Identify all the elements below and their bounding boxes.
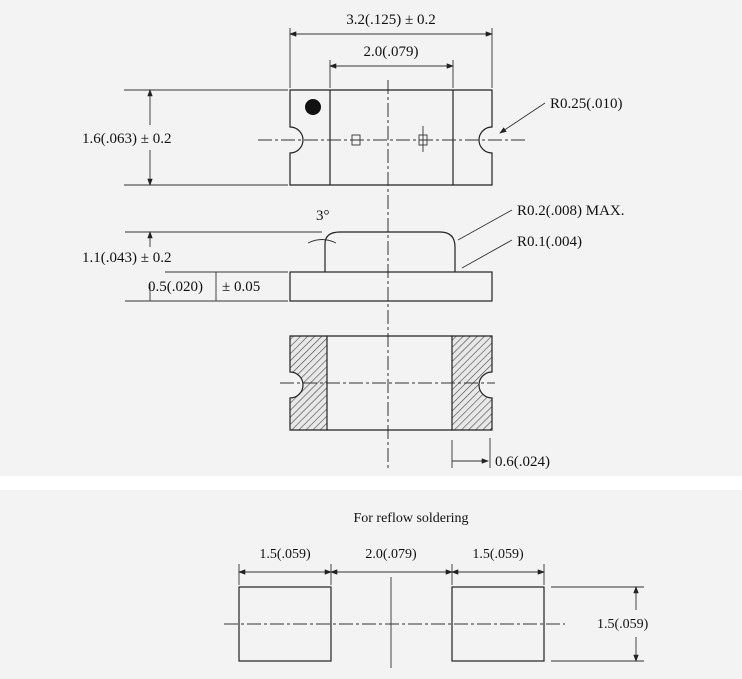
- top-view: [258, 80, 528, 470]
- length-dim-label: 3.2(.125) ± 0.2: [346, 12, 435, 28]
- reflow-pad-right-dim: 1.5(.059): [472, 547, 524, 562]
- top-panel: [0, 0, 742, 476]
- bottom-view: [280, 335, 495, 431]
- reflow-gap-dim: 2.0(.079): [365, 547, 417, 562]
- reflow-pad-right: [451, 586, 545, 662]
- base-radius-label: R0.1(.004): [517, 234, 582, 250]
- width-dim-label: 1.6(.063) ± 0.2: [82, 131, 171, 147]
- angle-label: 3°: [316, 208, 330, 224]
- top-radius-label: R0.2(.008) MAX.: [517, 203, 625, 219]
- reflow-title: For reflow soldering: [353, 511, 468, 526]
- inner-dim-label: 2.0(.079): [364, 44, 419, 60]
- reflow-pad-height-dim: 1.5(.059): [597, 617, 649, 632]
- notch-radius-label: R0.25(.010): [550, 96, 623, 112]
- base-height-dim-label: 0.5(.020): [148, 279, 203, 295]
- polarity-dot: [305, 99, 321, 115]
- height-dim-label: 1.1(.043) ± 0.2: [82, 250, 171, 266]
- base-tolerance-label: ± 0.05: [222, 279, 260, 295]
- pad-width-dim-label: 0.6(.024): [495, 454, 550, 470]
- side-view: [289, 231, 493, 302]
- reflow-pad-left-dim: 1.5(.059): [259, 547, 311, 562]
- reflow-pad-left: [238, 586, 332, 662]
- reflow-panel: [0, 490, 742, 679]
- reflow-pads: [224, 577, 565, 668]
